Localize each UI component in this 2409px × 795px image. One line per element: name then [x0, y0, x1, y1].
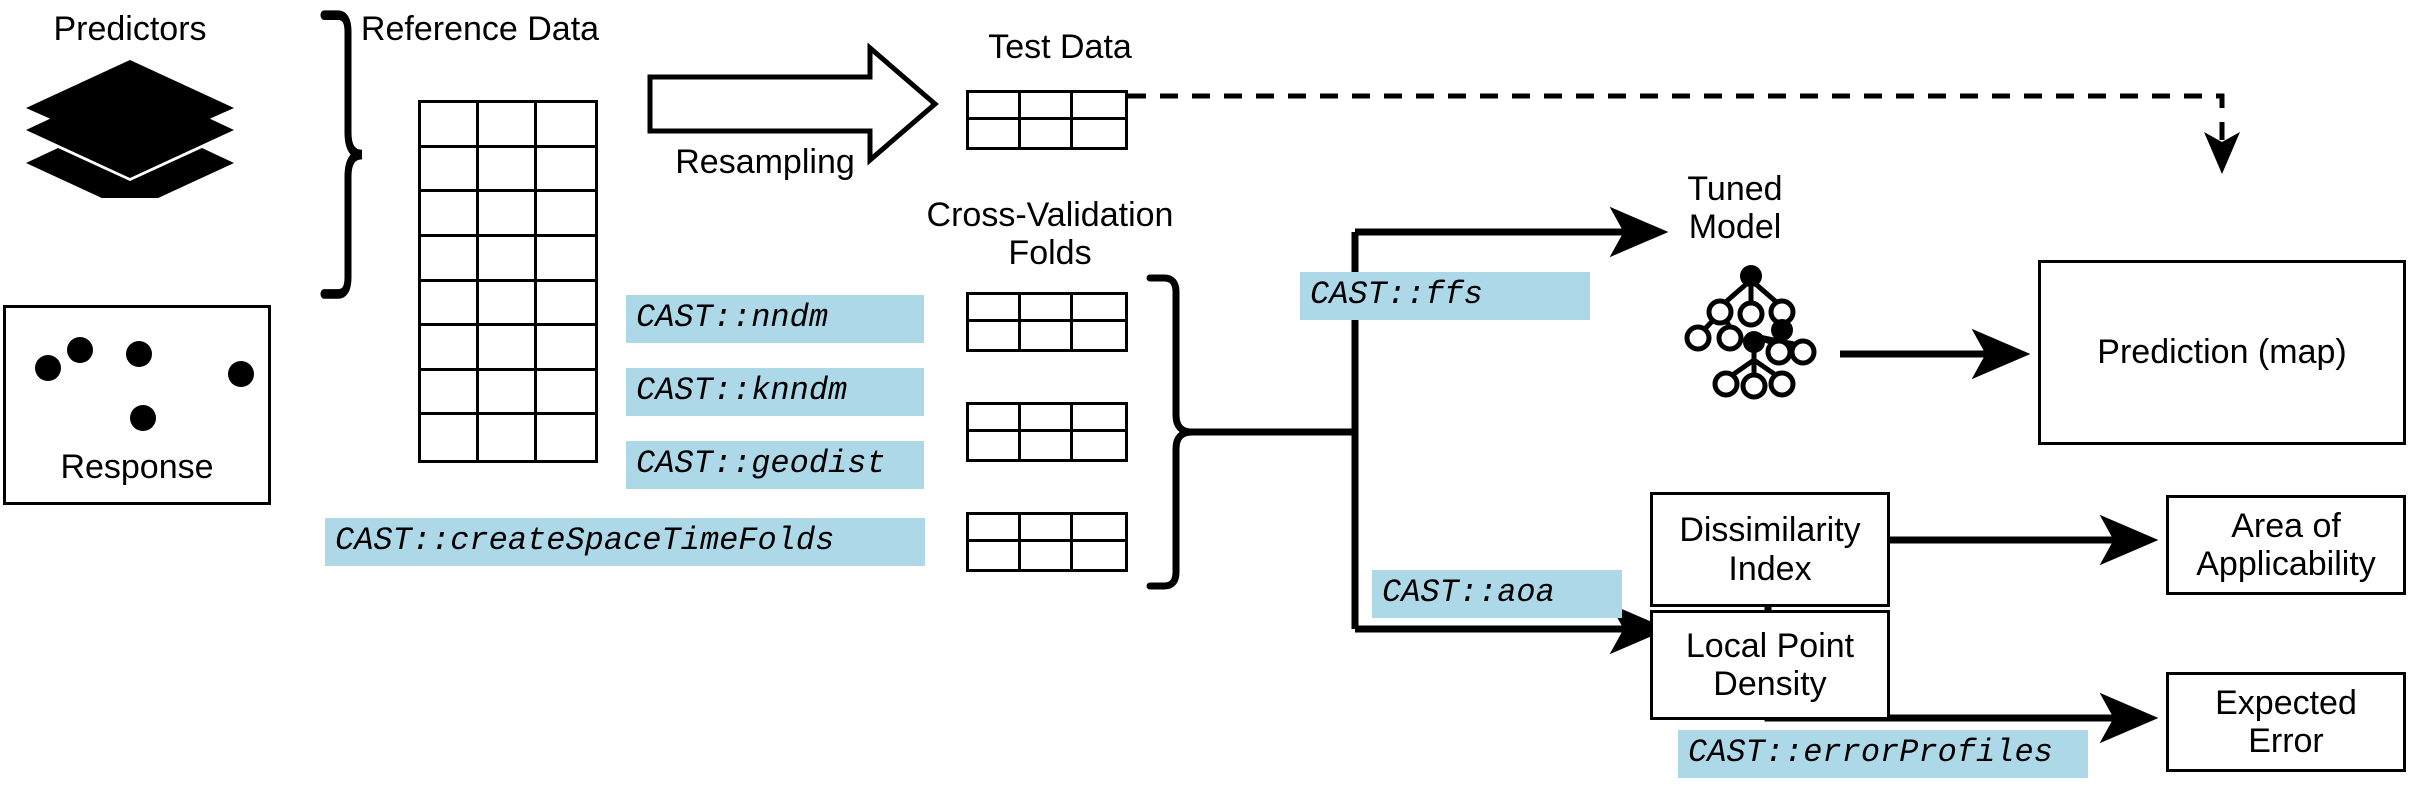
cv-fold-table [966, 292, 1128, 352]
test-data-table [966, 90, 1128, 150]
folds-brace-icon [1146, 274, 1193, 590]
table-cell [537, 326, 595, 371]
table-cell [537, 415, 595, 460]
resampling-label: Resampling [675, 143, 855, 181]
cast-ffs-chip[interactable]: CAST::ffs [1300, 272, 1590, 320]
table-cell [969, 322, 1021, 349]
table-cell [479, 103, 537, 148]
cv-folds-title: Cross-Validation Folds [926, 196, 1174, 273]
table-cell [969, 295, 1021, 322]
table-cell [1021, 93, 1073, 120]
table-cell [421, 370, 479, 416]
area-of-applicability-label: Area of Applicability [2196, 506, 2376, 583]
response-label: Response [60, 448, 214, 486]
tuned-model-title: Tuned Model [1687, 170, 1783, 247]
dissimilarity-index-label: Dissimilarity Index [1679, 511, 1861, 588]
test-data-title: Test Data [988, 28, 1132, 66]
table-cell [421, 147, 479, 193]
table-cell [1021, 515, 1073, 542]
reference-data-title: Reference Data [360, 10, 600, 48]
dissimilarity-index-box[interactable]: Dissimilarity Index [1650, 492, 1890, 607]
local-point-density-box[interactable]: Local Point Density [1650, 610, 1890, 720]
left-brace-icon [320, 10, 363, 299]
table-cell [1073, 432, 1125, 459]
table-cell [1021, 432, 1073, 459]
table-cell [421, 326, 479, 371]
table-cell [479, 370, 537, 416]
cast-geodist-chip[interactable]: CAST::geodist [626, 441, 924, 489]
expected-error-label: Expected Error [2215, 683, 2357, 760]
cast-errorprofiles-chip[interactable]: CAST::errorProfiles [1678, 730, 2088, 778]
table-cell [1021, 295, 1073, 322]
reference-data-table [418, 100, 598, 463]
table-cell [1073, 542, 1125, 569]
table-cell [1021, 405, 1073, 432]
local-point-density-label: Local Point Density [1685, 626, 1855, 703]
table-cell [1021, 322, 1073, 349]
layers-icon [26, 60, 234, 198]
table-cell [1073, 120, 1125, 147]
table-cell [1021, 542, 1073, 569]
scatter-points-icon [35, 337, 254, 431]
cast-aoa-chip[interactable]: CAST::aoa [1372, 570, 1622, 618]
cast-nndm-chip[interactable]: CAST::nndm [626, 295, 924, 343]
predictors-label: Predictors [53, 10, 207, 48]
table-cell [479, 415, 537, 460]
response-panel: Response [3, 305, 271, 505]
table-cell [421, 281, 479, 327]
table-cell [537, 282, 595, 327]
table-cell [537, 371, 595, 416]
expected-error-box[interactable]: Expected Error [2166, 672, 2406, 772]
cast-knndm-chip[interactable]: CAST::knndm [626, 368, 924, 416]
table-cell [969, 120, 1021, 147]
table-cell [1021, 120, 1073, 147]
table-cell [1073, 295, 1125, 322]
test-to-prediction-dashed-line [1128, 93, 2240, 175]
table-cell [421, 192, 479, 237]
table-cell [1073, 405, 1125, 432]
cv-fold-table [966, 512, 1128, 572]
decision-tree-icon [1684, 265, 1817, 400]
table-cell [537, 192, 595, 237]
table-cell [479, 236, 537, 282]
cast-createspacetimefolds-chip[interactable]: CAST::createSpaceTimeFolds [325, 518, 925, 566]
table-cell [421, 236, 479, 282]
table-cell [1073, 322, 1125, 349]
prediction-map-box[interactable]: Prediction (map) [2038, 260, 2406, 445]
table-cell [421, 415, 479, 460]
table-cell [969, 405, 1021, 432]
table-cell [421, 103, 479, 148]
table-cell [537, 237, 595, 282]
table-cell [969, 515, 1021, 542]
table-cell [479, 192, 537, 237]
area-of-applicability-box[interactable]: Area of Applicability [2166, 495, 2406, 595]
table-cell [479, 326, 537, 371]
table-cell [479, 147, 537, 193]
table-cell [479, 281, 537, 327]
table-cell [537, 103, 595, 148]
table-cell [969, 93, 1021, 120]
table-cell [969, 432, 1021, 459]
table-cell [1073, 93, 1125, 120]
table-cell [1073, 515, 1125, 542]
prediction-map-label: Prediction (map) [2097, 333, 2347, 372]
table-cell [537, 148, 595, 193]
cv-fold-table [966, 402, 1128, 462]
table-cell [969, 542, 1021, 569]
